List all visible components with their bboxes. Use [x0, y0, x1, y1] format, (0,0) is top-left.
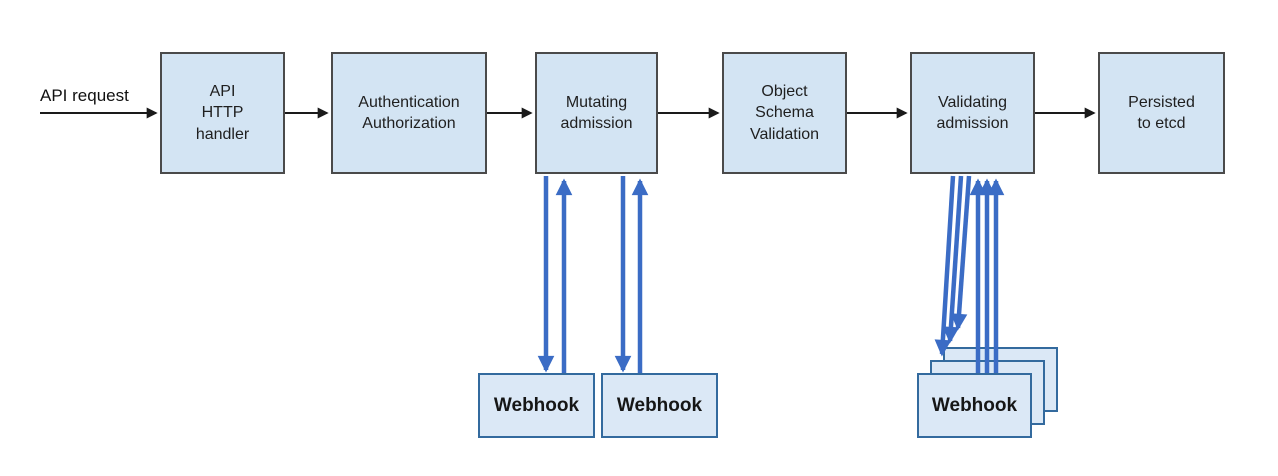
node-persisted-to-etcd: Persisted to etcd [1098, 52, 1225, 174]
api-request-label: API request [40, 86, 129, 105]
node-authentication-authorization: Authentication Authorization [331, 52, 487, 174]
validating-webhook-arrows [934, 175, 1005, 375]
node-api-http-handler: API HTTP handler [160, 52, 285, 174]
node-mutating-admission: Mutating admission [535, 52, 658, 174]
arrow-validating-down-1 [934, 175, 956, 357]
mutating-webhook-1: Webhook [478, 373, 595, 438]
node-validating-admission: Validating admission [910, 52, 1035, 174]
arrow-validating-down-2 [942, 175, 964, 344]
mutating-webhook-2: Webhook [601, 373, 718, 438]
arrow-validating-down-3 [950, 175, 972, 331]
validating-webhook-front: Webhook [917, 373, 1032, 438]
node-object-schema-validation: Object Schema Validation [722, 52, 847, 174]
mutating-webhook-arrows [537, 176, 649, 373]
